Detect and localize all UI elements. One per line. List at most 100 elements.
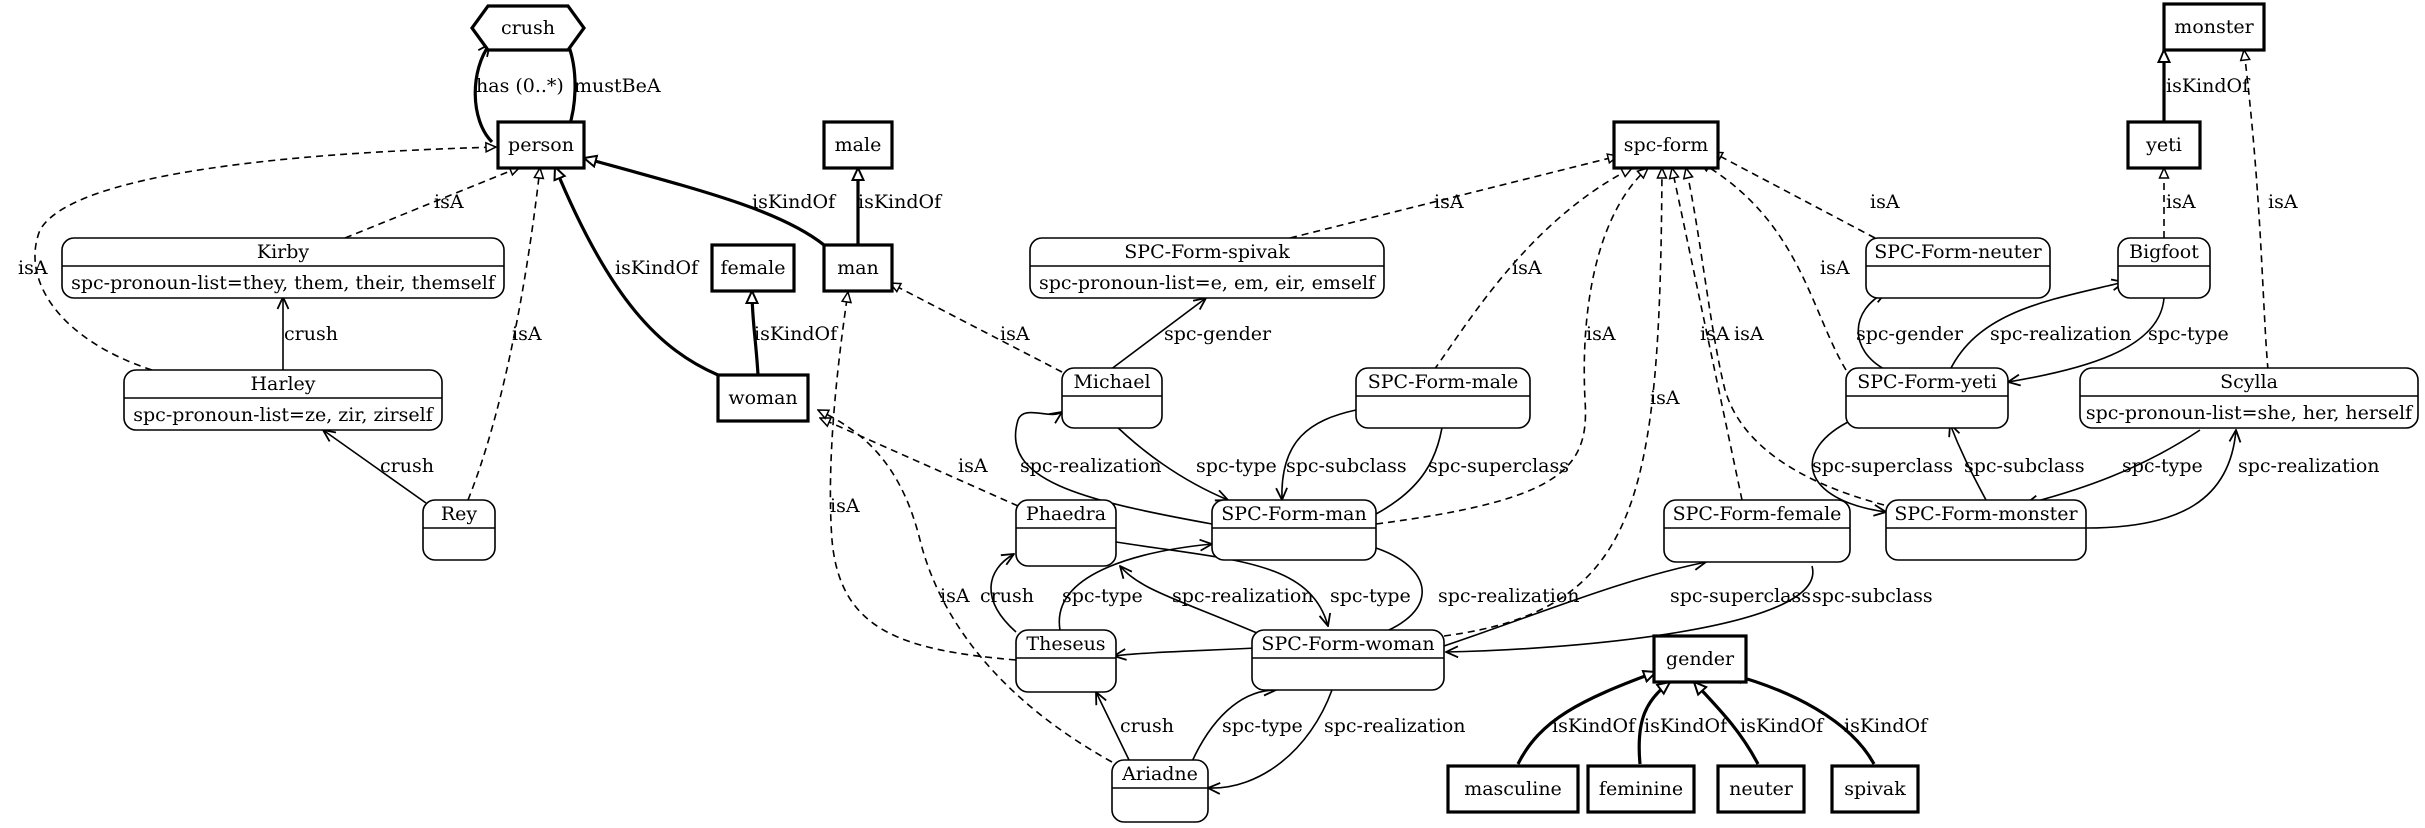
node-label: Phaedra <box>1026 503 1106 525</box>
edge-label: spc-superclass <box>1812 455 1953 477</box>
node-label: crush <box>501 17 555 39</box>
edge-label: spc-gender <box>1164 323 1272 345</box>
edge-spivak-spcform: isA <box>1289 156 1618 239</box>
node-monster[interactable]: monster <box>2162 2 2266 52</box>
edge-formmale-formman: spc-subclass <box>1282 409 1407 500</box>
edge-label: has (0..*) <box>476 75 564 97</box>
edge-man-person: isKindOf <box>584 158 837 247</box>
edge-monster-spcform: isA <box>1686 168 1885 506</box>
node-male[interactable]: male <box>822 120 894 170</box>
edge-kirby-person: isA <box>344 167 520 239</box>
node-woman[interactable]: woman <box>716 373 810 423</box>
node-spc-form-man[interactable]: SPC-Form-man <box>1211 499 1377 561</box>
node-female[interactable]: female <box>710 243 796 293</box>
edge-label: spc-realization <box>2238 455 2380 477</box>
node-harley[interactable]: Harley spc-pronoun-list=ze, zir, zirself <box>123 369 443 431</box>
node-michael[interactable]: Michael <box>1061 367 1163 429</box>
edge-label: isA <box>940 585 970 607</box>
edge-formfemale-formwoman: spc-subclass <box>1446 565 1933 652</box>
edge-label: isA <box>434 191 464 213</box>
node-label: Scylla <box>2220 371 2278 393</box>
edge-male-spcform: isA <box>1433 168 1632 371</box>
node-spc-form-neuter[interactable]: SPC-Form-neuter <box>1865 237 2051 299</box>
node-label: SPC-Form-monster <box>1894 503 2078 525</box>
node-attribute: spc-pronoun-list=ze, zir, zirself <box>133 404 434 426</box>
edge-ariadne-woman: isA <box>818 410 1113 763</box>
edge-label: spc-realization <box>1172 585 1314 607</box>
node-label: SPC-Form-woman <box>1261 633 1434 655</box>
edge-phaedra-woman: isA <box>820 418 1019 507</box>
edge-label: crush <box>284 323 338 345</box>
edge-label: isKindOf <box>1844 715 1929 737</box>
node-man[interactable]: man <box>822 243 894 293</box>
edge-scylla-formmonster: spc-type <box>2026 429 2203 504</box>
node-spc-form-female[interactable]: SPC-Form-female <box>1663 499 1851 563</box>
node-spc-form-male[interactable]: SPC-Form-male <box>1355 367 1531 429</box>
edge-yeti-spcform: isA <box>1700 162 1850 371</box>
node-label: SPC-Form-male <box>1368 371 1519 393</box>
edge-neuter-gender: isKindOf <box>1694 682 1825 765</box>
edge-label: spc-superclass <box>1670 585 1811 607</box>
node-label: male <box>835 134 882 156</box>
node-spc-form[interactable]: spc-form <box>1612 120 1720 170</box>
edge-harley-person: isA <box>18 147 496 371</box>
edge-formwoman-phaedra: spc-realization <box>1120 566 1314 637</box>
edge-label: isA <box>958 455 988 477</box>
node-yeti[interactable]: yeti <box>2126 120 2202 170</box>
edge-masculine-gender: isKindOf <box>1516 672 1656 765</box>
edge-label: isA <box>512 323 542 345</box>
node-theseus[interactable]: Theseus <box>1015 629 1117 693</box>
edge-woman-female: isKindOf <box>752 291 839 376</box>
node-scylla[interactable]: Scylla spc-pronoun-list=she, her, hersel… <box>2079 367 2419 429</box>
node-feminine[interactable]: feminine <box>1586 764 1696 814</box>
edge-phaedra-formwoman: spc-type <box>1115 541 1411 626</box>
edge-label: isA <box>1650 387 1680 409</box>
edge-label: isA <box>2268 191 2298 213</box>
node-label: Ariadne <box>1121 763 1198 785</box>
node-spivak[interactable]: spivak <box>1830 764 1920 814</box>
edge-formman-michael: spc-realization <box>1014 412 1213 525</box>
node-crush-relation[interactable]: crush <box>470 4 586 52</box>
edge-theseus-phaedra: crush <box>980 554 1034 633</box>
edge-theseus-formman: spc-type <box>1058 544 1212 631</box>
node-gender[interactable]: gender <box>1652 634 1748 684</box>
node-label: masculine <box>1464 778 1562 800</box>
edge-label: isA <box>1700 323 1730 345</box>
node-spc-form-woman[interactable]: SPC-Form-woman <box>1251 629 1445 691</box>
node-label: person <box>508 134 574 156</box>
node-spc-form-monster[interactable]: SPC-Form-monster <box>1885 499 2087 561</box>
edge-label: spc-type <box>2122 455 2203 477</box>
edge-female-spcform: isA <box>1672 168 1743 501</box>
node-masculine[interactable]: masculine <box>1446 764 1580 814</box>
node-bigfoot[interactable]: Bigfoot <box>2117 237 2211 299</box>
node-phaedra[interactable]: Phaedra <box>1015 499 1117 567</box>
node-label: Rey <box>441 503 478 525</box>
edge-label: isA <box>1870 191 1900 213</box>
node-label: Harley <box>250 373 315 395</box>
edge-michael-formman: spc-type <box>1109 419 1277 500</box>
edge-woman-person: isKindOf <box>555 167 719 377</box>
node-spc-form-yeti[interactable]: SPC-Form-yeti <box>1845 367 2009 429</box>
edge-label: spc-subclass <box>1286 455 1407 477</box>
edge-label: spc-type <box>1222 715 1303 737</box>
node-attribute: spc-pronoun-list=e, em, eir, emself <box>1039 272 1377 294</box>
edge-label: spc-realization <box>1020 455 1162 477</box>
node-kirby[interactable]: Kirby spc-pronoun-list=they, them, their… <box>61 237 505 299</box>
edge-label: spc-type <box>1330 585 1411 607</box>
edge-formmonster-formyeti: spc-subclass <box>1950 424 2085 501</box>
node-label: yeti <box>2145 134 2182 156</box>
node-ariadne[interactable]: Ariadne <box>1111 759 1209 823</box>
node-spc-form-spivak[interactable]: SPC-Form-spivak spc-pronoun-list=e, em, … <box>1029 237 1385 299</box>
edge-ariadne-theseus: crush <box>1096 692 1174 763</box>
edge-label: spc-type <box>2148 323 2229 345</box>
edge-scylla-monster: isA <box>2244 50 2298 371</box>
edge-harley-kirby: crush <box>283 297 338 370</box>
edge-woman-spcform: isA <box>1443 168 1680 637</box>
node-label: spivak <box>1844 778 1906 800</box>
edge-label: isA <box>830 495 860 517</box>
node-rey[interactable]: Rey <box>422 499 496 561</box>
edge-man-spcform: isA <box>1375 168 1648 525</box>
edge-yeti-monster: isKindOf <box>2164 50 2251 122</box>
node-neuter[interactable]: neuter <box>1716 764 1806 814</box>
node-person[interactable]: person <box>496 120 586 170</box>
